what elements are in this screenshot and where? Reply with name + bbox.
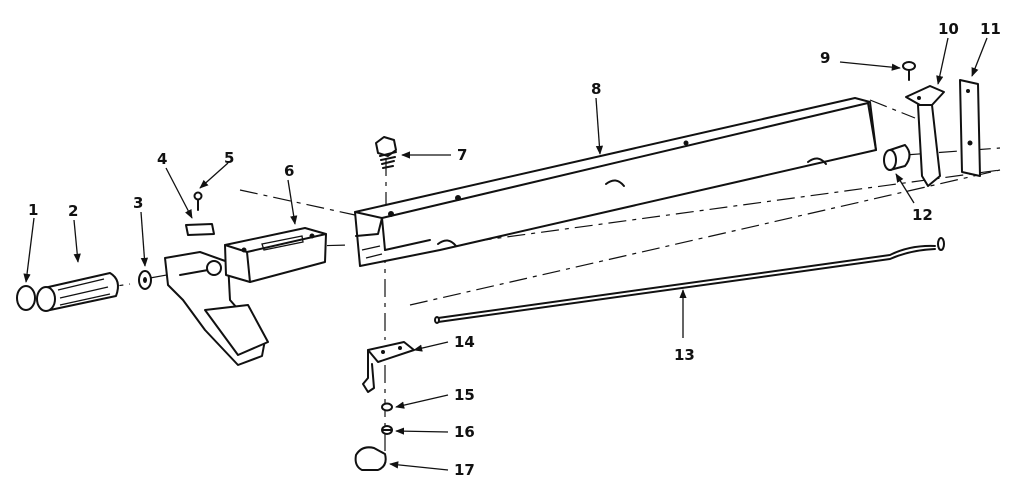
- part-5-screw: [193, 191, 203, 211]
- part-15-washer: [381, 402, 393, 412]
- part-2-handle-grip: [36, 272, 119, 312]
- callout-9: 9: [820, 49, 830, 67]
- callout-5: 5: [224, 149, 234, 167]
- callout-1: 1: [28, 201, 38, 219]
- callout-6: 6: [284, 162, 294, 180]
- callout-4: 4: [157, 150, 167, 168]
- callout-13: 13: [674, 346, 695, 364]
- callout-12: 12: [912, 206, 933, 224]
- callout-7: 7: [457, 146, 467, 164]
- part-12-spacer: [883, 144, 911, 171]
- callout-8: 8: [591, 80, 601, 98]
- part-8-rail-tube: [354, 97, 877, 267]
- callout-2: 2: [68, 202, 78, 220]
- callout-14: 14: [454, 333, 475, 351]
- part-17-foot: [354, 446, 387, 471]
- part-16-screw: [381, 425, 393, 435]
- part-14-clip: [362, 341, 415, 393]
- callout-16: 16: [454, 423, 475, 441]
- callout-15: 15: [454, 386, 475, 404]
- callout-10: 10: [938, 20, 959, 38]
- lock-handle-bracket: [164, 251, 269, 366]
- part-10-end-bracket: [905, 85, 945, 187]
- callout-3: 3: [133, 194, 143, 212]
- callout-11: 11: [980, 20, 1001, 38]
- part-1-end-cap: [16, 285, 36, 311]
- part-9-screw: [902, 61, 916, 81]
- part-3-washer: [138, 270, 152, 290]
- part-4-plate: [185, 223, 215, 236]
- part-13-rod: [434, 237, 945, 324]
- part-7-hex-bolt: [375, 136, 397, 169]
- callout-labels: 1 2 3 4 5 6 7 8 9 10 11 12 13 14 15 16 1…: [28, 20, 1001, 479]
- callout-17: 17: [454, 461, 475, 479]
- leader-lines: [23, 37, 988, 471]
- part-6-clamp-block: [224, 227, 327, 283]
- part-11-end-plate: [959, 79, 981, 177]
